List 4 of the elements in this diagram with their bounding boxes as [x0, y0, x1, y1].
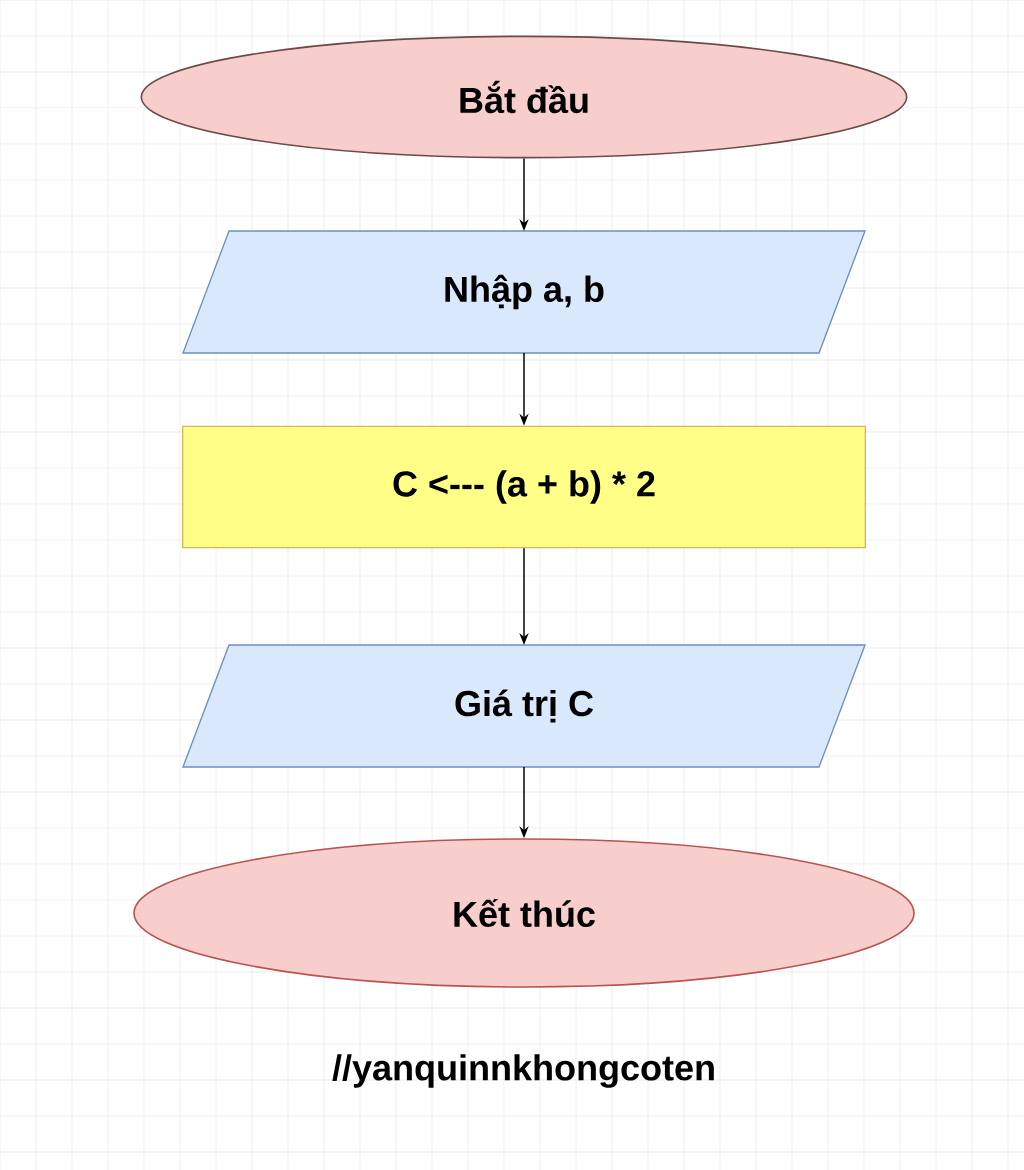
- output-parallelogram: Giá trị C: [182, 644, 866, 768]
- signature-text: //yanquinnkhongcoten: [332, 1054, 714, 1088]
- input-parallelogram: Nhập a, b: [182, 230, 866, 354]
- process-box: C <--- (a + b) * 2: [182, 425, 866, 549]
